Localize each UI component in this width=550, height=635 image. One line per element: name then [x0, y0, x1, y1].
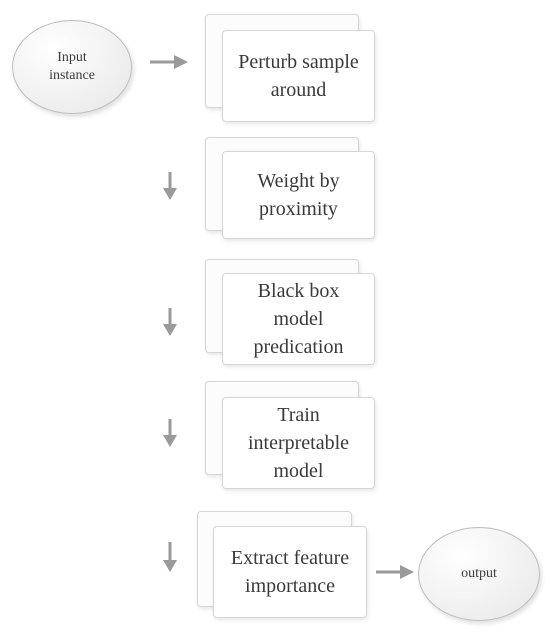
input-instance-node: Input instance — [12, 20, 132, 114]
step-4-label: Train interpretable model — [247, 404, 350, 482]
step-5-label: Extract feature importance — [230, 547, 350, 597]
arrow-down-icon — [163, 419, 177, 447]
arrow-down-icon — [163, 172, 177, 200]
step-2-card: Weight by proximity — [222, 151, 375, 239]
arrow-right-icon — [150, 55, 188, 69]
step-2-label: Weight by proximity — [257, 170, 340, 220]
step-4-card: Train interpretable model — [222, 397, 375, 489]
step-1-card: Perturb sample around — [222, 30, 375, 122]
input-instance-label: Input instance — [49, 50, 95, 83]
output-node: output — [418, 527, 540, 621]
step-5-card: Extract feature importance — [213, 526, 367, 618]
output-label: output — [461, 566, 497, 581]
arrow-down-icon — [163, 542, 177, 572]
step-3-card: Black box model predication — [222, 273, 375, 365]
step-1-label: Perturb sample around — [238, 51, 359, 101]
arrow-right-icon — [376, 565, 414, 579]
step-3-label: Black box model predication — [253, 280, 344, 358]
arrow-down-icon — [163, 308, 177, 336]
